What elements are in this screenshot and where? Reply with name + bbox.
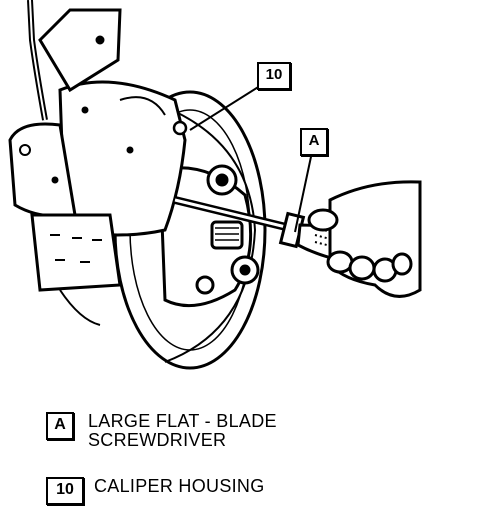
legend-row-caliper-housing: 10 CALIPER HOUSING bbox=[46, 477, 265, 505]
hand bbox=[307, 180, 422, 298]
callout-label-10: 10 bbox=[257, 62, 291, 90]
legend-key-a: A bbox=[46, 412, 74, 440]
leader-line-a bbox=[294, 151, 313, 233]
legend-row-screwdriver: A LARGE FLAT - BLADE SCREWDRIVER bbox=[46, 412, 277, 450]
caliper-housing bbox=[8, 8, 188, 237]
legend-line: CALIPER HOUSING bbox=[94, 476, 265, 496]
brake-caliper-illustration bbox=[8, 0, 422, 370]
legend-text-screwdriver: LARGE FLAT - BLADE SCREWDRIVER bbox=[88, 412, 277, 450]
brake-pad bbox=[30, 213, 122, 326]
legend-key-10: 10 bbox=[46, 477, 84, 505]
legend-line: SCREWDRIVER bbox=[88, 430, 227, 450]
legend-text-caliper-housing: CALIPER HOUSING bbox=[94, 477, 265, 496]
callout-label-a: A bbox=[300, 128, 328, 156]
wheel-hub bbox=[158, 164, 260, 308]
legend-line: LARGE FLAT - BLADE bbox=[88, 411, 277, 431]
leader-line-10 bbox=[189, 83, 264, 131]
